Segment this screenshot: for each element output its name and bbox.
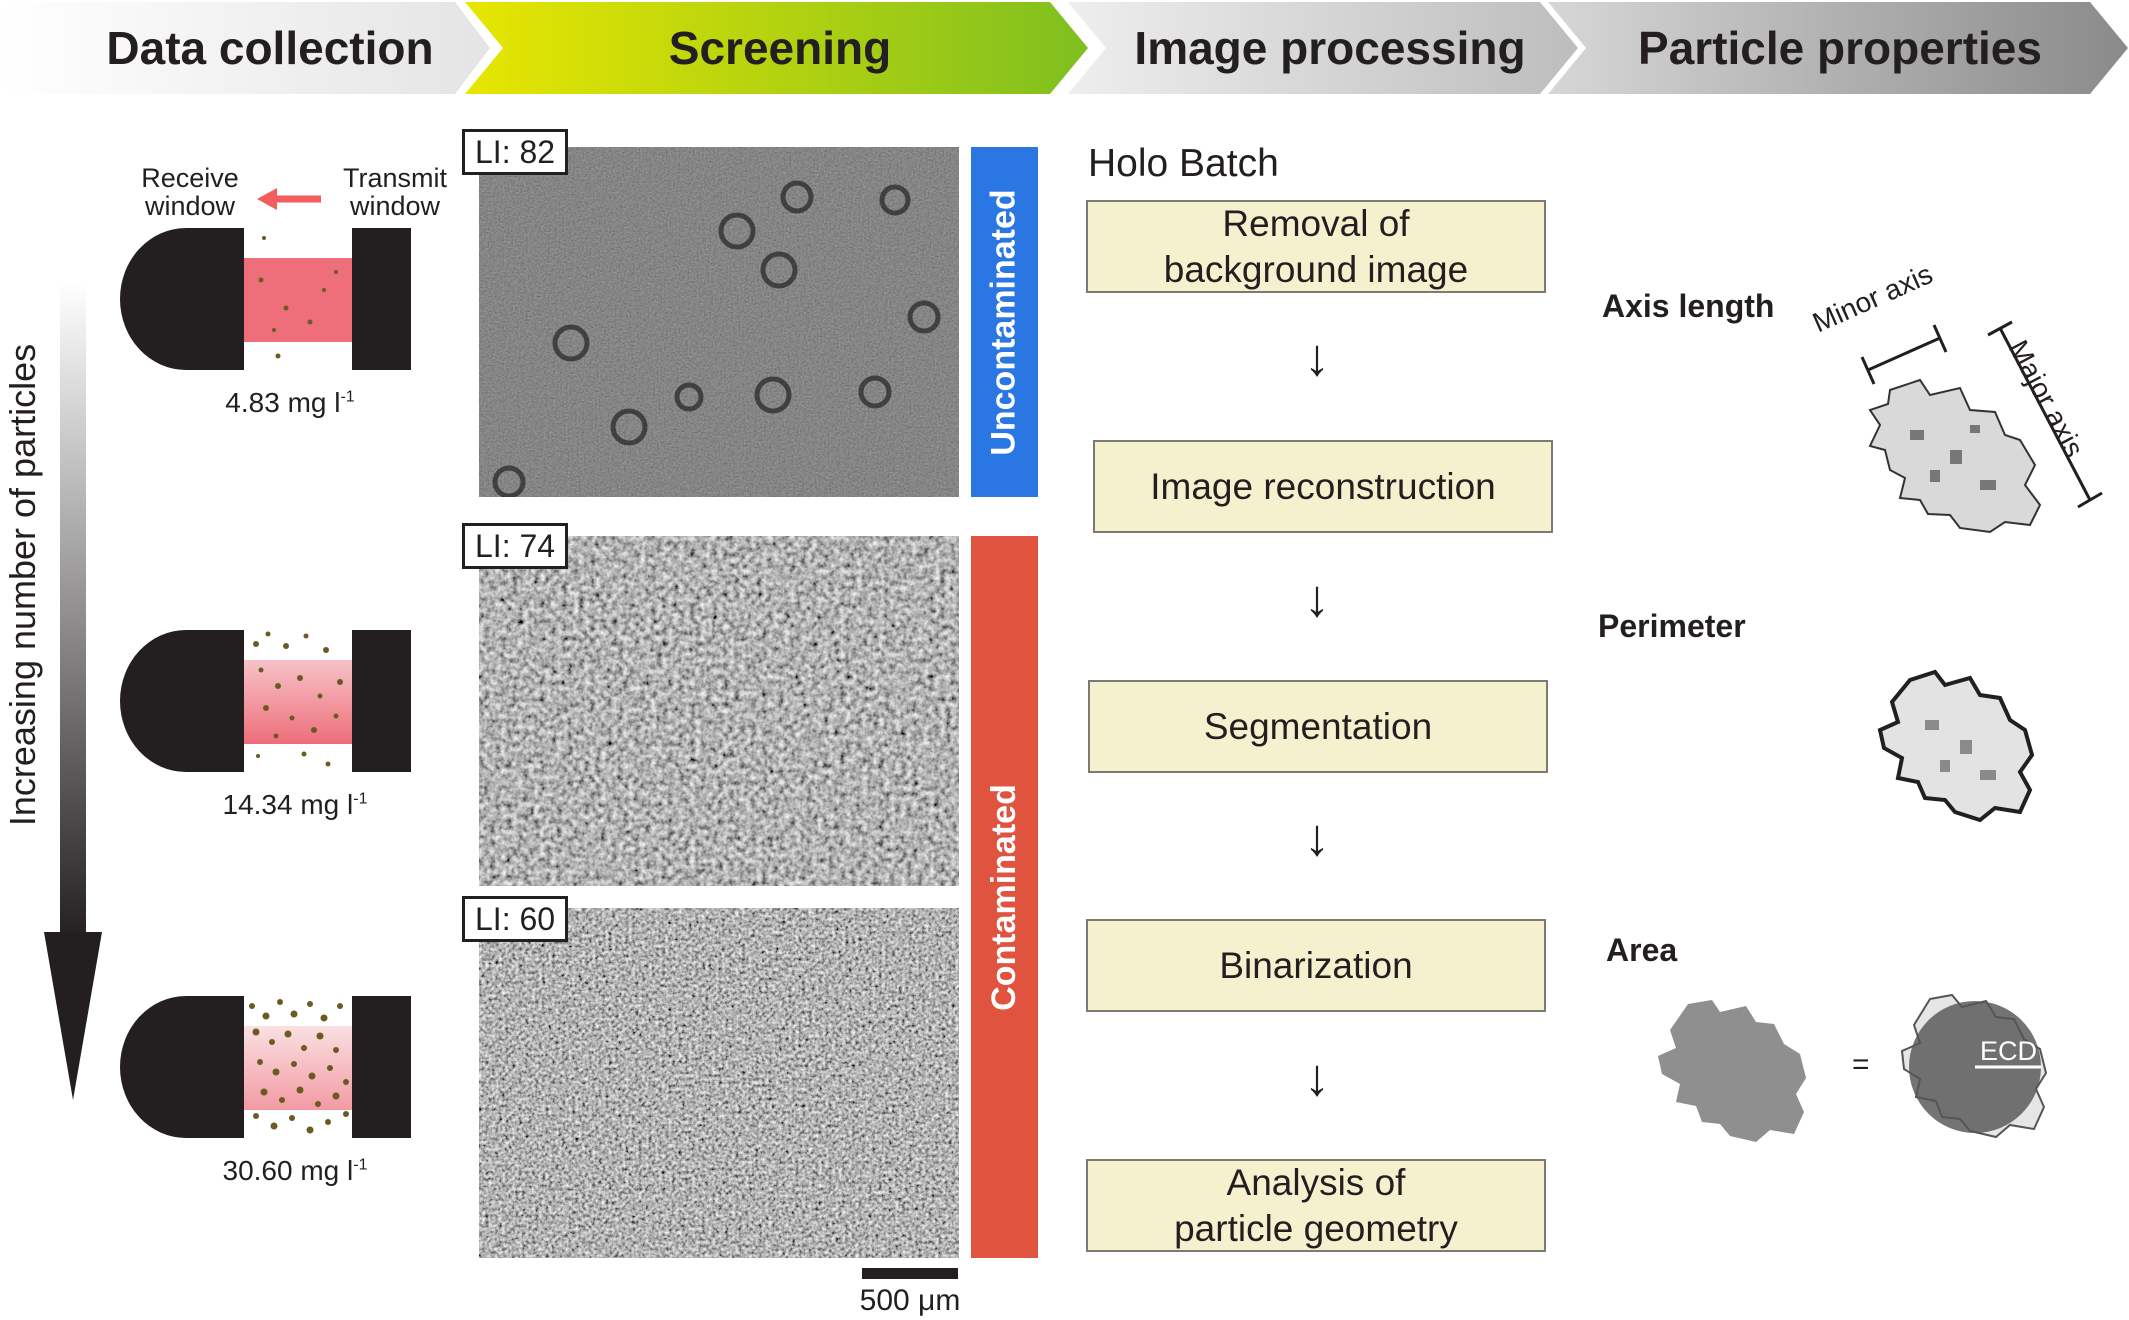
- scale-bar-label: 500 μm: [859, 1284, 961, 1317]
- axis-length-label: Axis length: [1602, 288, 1775, 324]
- step-segmentation: Segmentation: [1088, 680, 1548, 773]
- stage-label: Particle properties: [1638, 22, 2042, 74]
- stage-label: Screening: [668, 22, 892, 74]
- stage-label: Data collection: [106, 22, 434, 74]
- li-label: LI: 82: [462, 129, 569, 175]
- scale-bar: [862, 1268, 958, 1279]
- area-label: Area: [1606, 932, 1678, 968]
- equals-sign: =: [1852, 1048, 1870, 1081]
- concentration-label: 14.34 mg l-1: [222, 789, 368, 820]
- concentration-label: 4.83 mg l-1: [225, 387, 355, 418]
- li-label: LI: 60: [462, 896, 569, 942]
- perimeter-particle: [1877, 669, 2035, 823]
- hologram-panel-uncontaminated: [479, 147, 959, 497]
- increasing-particles-label: Increasing number of particles: [2, 343, 43, 827]
- receive-window-label: Receive window: [141, 163, 239, 221]
- stage-chevron-screening: [465, 2, 1088, 94]
- down-arrow-icon: ↓: [1304, 570, 1330, 628]
- hologram-panel-contaminated-60: [479, 908, 959, 1258]
- axis-length-particle: [1860, 320, 2103, 534]
- increasing-arrow-icon: [44, 282, 102, 1100]
- area-ecd-particle: [1900, 993, 2048, 1139]
- down-arrow-icon: ↓: [1304, 329, 1330, 387]
- contaminated-label: Contaminated: [985, 783, 1023, 1011]
- direction-arrow-icon: [257, 188, 321, 210]
- stage-chevron-data-collection: [0, 2, 490, 94]
- step-analysis-of-particle-geometry: Analysis of particle geometry: [1086, 1159, 1546, 1252]
- sensor-diagram-medium: [120, 630, 411, 772]
- stage-header: [0, 2, 2128, 94]
- down-arrow-icon: ↓: [1304, 809, 1330, 867]
- transmit-window-label: Transmit window: [342, 163, 447, 221]
- area-particle-binary: [1658, 1000, 1806, 1142]
- uncontaminated-label: Uncontaminated: [985, 188, 1024, 456]
- step-binarization: Binarization: [1086, 919, 1546, 1012]
- holo-batch-title: Holo Batch: [1088, 142, 1279, 185]
- stage-chevron-image-processing: [1068, 2, 1578, 94]
- sensor-diagram-high: [120, 996, 411, 1138]
- perimeter-label: Perimeter: [1598, 608, 1746, 644]
- stage-chevron-particle-properties: [1548, 2, 2128, 94]
- stage-label: Image processing: [1134, 22, 1526, 74]
- concentration-label: 30.60 mg l-1: [222, 1155, 368, 1186]
- down-arrow-icon: ↓: [1304, 1049, 1330, 1107]
- li-label: LI: 74: [462, 523, 569, 569]
- step-removal-of-background: Removal of background image: [1086, 200, 1546, 293]
- hologram-panel-contaminated-74: [479, 536, 959, 886]
- contaminated-bar: Contaminated: [971, 536, 1038, 1258]
- uncontaminated-bar: Uncontaminated: [971, 147, 1038, 497]
- ecd-label: ECD: [1980, 1036, 2038, 1066]
- step-image-reconstruction: Image reconstruction: [1093, 440, 1553, 533]
- sensor-diagram-low: [120, 228, 411, 370]
